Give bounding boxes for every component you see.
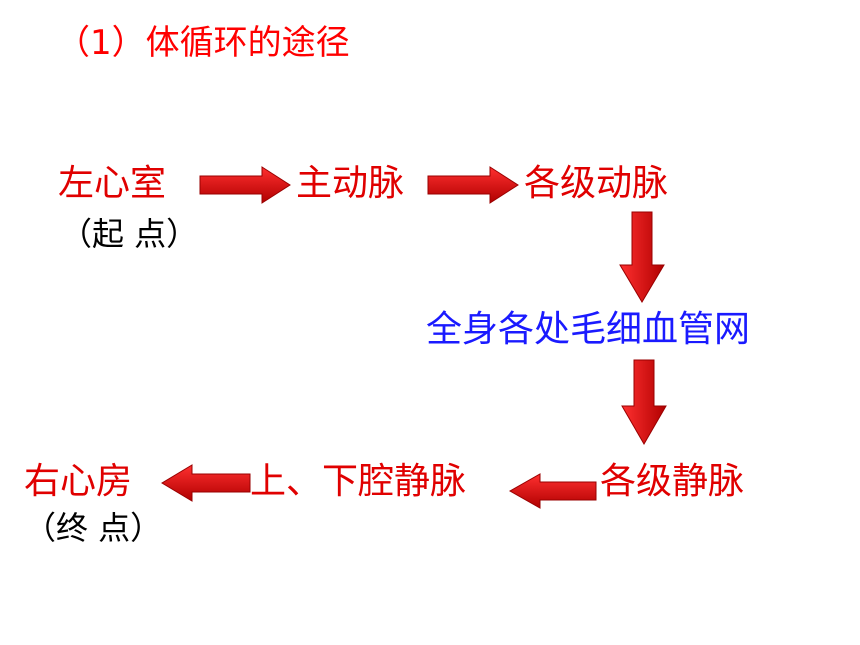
start-point-note: （起 点）: [60, 215, 199, 253]
arrow-right-1: [199, 166, 291, 204]
node-aorta: 主动脉: [296, 163, 405, 204]
arrow-down-2: [621, 359, 667, 445]
page-title: （1）体循环的途径: [56, 23, 350, 63]
arrow-left-1: [508, 473, 597, 509]
arrow-down-1: [619, 211, 665, 303]
node-vena-cava: 上、下腔静脉: [250, 461, 467, 502]
node-veins: 各级静脉: [600, 461, 745, 502]
node-capillaries: 全身各处毛细血管网: [426, 309, 751, 350]
end-point-note: （终 点）: [24, 509, 163, 547]
node-left-ventricle: 左心室: [58, 163, 167, 204]
arrow-right-2: [427, 166, 519, 204]
node-right-atrium: 右心房: [24, 461, 133, 502]
arrow-left-2: [161, 464, 251, 502]
node-arteries: 各级动脉: [524, 163, 669, 204]
